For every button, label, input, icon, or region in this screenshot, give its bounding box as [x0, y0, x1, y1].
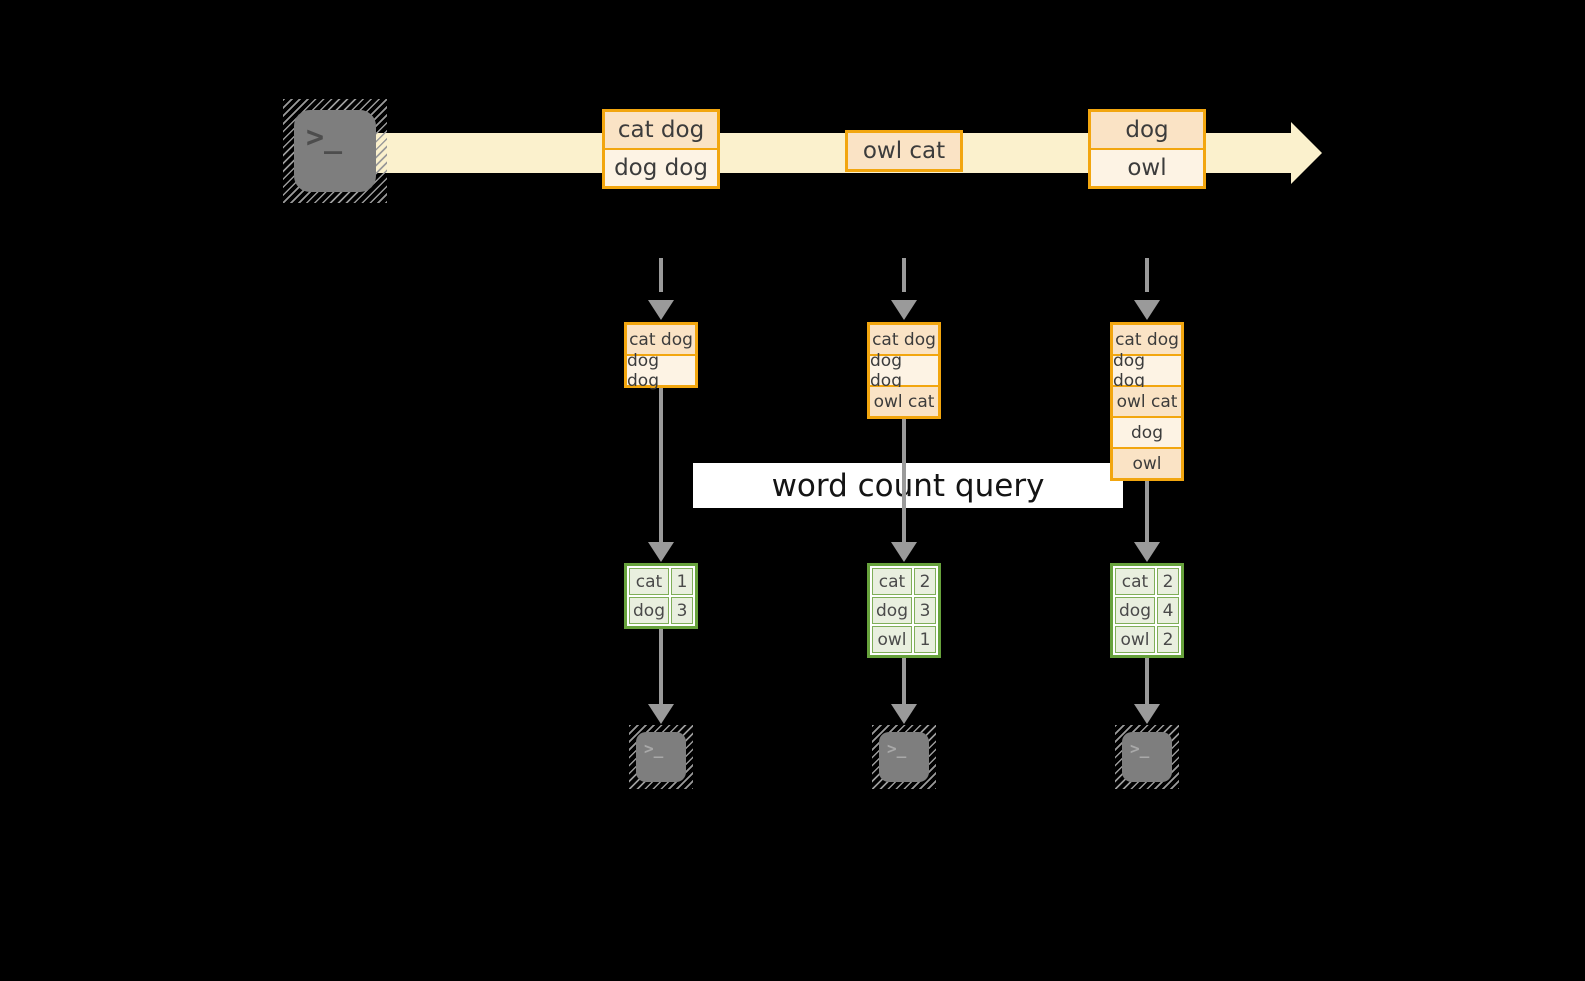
count-cell: 4: [1157, 597, 1179, 624]
record-cell: dog dog: [605, 150, 717, 186]
down-arrow: [1145, 481, 1149, 544]
dashed-down-arrow: [902, 258, 906, 300]
record-cell: cat dog: [870, 325, 938, 354]
word-cell: dog: [629, 597, 669, 624]
record-cell: dog: [1113, 418, 1181, 447]
word-count-table-2: cat 2 dog 3 owl 1: [867, 563, 941, 658]
down-arrow: [902, 658, 906, 706]
word-cell: cat: [872, 568, 912, 595]
source-terminal-icon: >_: [283, 99, 387, 203]
count-cell: 2: [914, 568, 936, 595]
down-arrow: [659, 629, 663, 706]
down-arrowhead-icon: [1134, 542, 1160, 562]
dashed-down-arrow: [1145, 258, 1149, 300]
terminal-prompt-glyph: >_: [879, 732, 929, 782]
down-arrowhead-icon: [1134, 704, 1160, 724]
word-cell: owl: [872, 626, 912, 653]
record-cell: dog dog: [1113, 351, 1181, 391]
word-cell: dog: [1115, 597, 1155, 624]
sink-terminal-icon: >_: [1115, 725, 1179, 789]
sink-terminal-icon: >_: [629, 725, 693, 789]
count-cell: 3: [914, 597, 936, 624]
record-cell: cat dog: [605, 112, 717, 148]
count-cell: 3: [671, 597, 693, 624]
record-cell: owl: [1091, 150, 1203, 186]
word-cell: cat: [629, 568, 669, 595]
record-cell: cat dog: [1113, 325, 1181, 354]
record-cell: dog dog: [870, 351, 938, 391]
terminal-prompt-glyph: >_: [294, 110, 376, 192]
stream-batch-2: owl cat: [845, 130, 963, 172]
dashed-down-arrow: [659, 258, 663, 300]
buffered-records-1: cat dog dog dog: [624, 322, 698, 391]
word-count-table-1: cat 1 dog 3: [624, 563, 698, 629]
buffered-records-3: cat dog dog dog owl cat dog owl: [1110, 322, 1184, 481]
terminal-prompt-glyph: >_: [1122, 732, 1172, 782]
down-arrowhead-icon: [891, 542, 917, 562]
terminal-prompt-glyph: >_: [636, 732, 686, 782]
record-cell: owl cat: [848, 133, 960, 169]
stream-batch-3: dog owl: [1088, 109, 1206, 189]
buffered-records-2: cat dog dog dog owl cat: [867, 322, 941, 419]
word-cell: owl: [1115, 626, 1155, 653]
word-count-table-3: cat 2 dog 4 owl 2: [1110, 563, 1184, 658]
record-cell: dog dog: [627, 351, 695, 391]
down-arrow: [1145, 658, 1149, 706]
count-cell: 1: [914, 626, 936, 653]
dashed-down-arrowhead-icon: [648, 300, 674, 320]
stream-batch-1: cat dog dog dog: [602, 109, 720, 189]
down-arrowhead-icon: [648, 704, 674, 724]
down-arrowhead-icon: [648, 542, 674, 562]
query-banner: word count query: [693, 463, 1123, 508]
record-cell: owl: [1113, 449, 1181, 478]
record-cell: dog: [1091, 112, 1203, 148]
record-cell: owl cat: [1113, 387, 1181, 416]
query-banner-label: word count query: [771, 467, 1045, 504]
stream-arrowhead-icon: [1291, 122, 1322, 184]
dashed-down-arrowhead-icon: [891, 300, 917, 320]
record-cell: owl cat: [870, 387, 938, 416]
record-cell: cat dog: [627, 325, 695, 354]
down-arrow: [902, 419, 906, 544]
word-cell: cat: [1115, 568, 1155, 595]
sink-terminal-icon: >_: [872, 725, 936, 789]
count-cell: 2: [1157, 626, 1179, 653]
down-arrowhead-icon: [891, 704, 917, 724]
dashed-down-arrowhead-icon: [1134, 300, 1160, 320]
count-cell: 2: [1157, 568, 1179, 595]
word-cell: dog: [872, 597, 912, 624]
count-cell: 1: [671, 568, 693, 595]
down-arrow: [659, 388, 663, 544]
